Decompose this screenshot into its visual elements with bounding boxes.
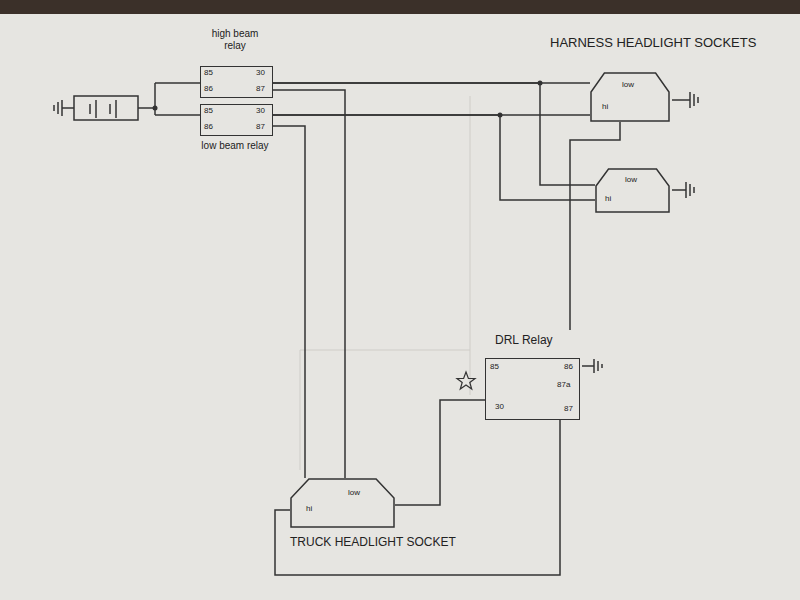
pin-number: 85: [204, 68, 213, 77]
relay-node: DRL Relay 85 86 87a 30 87: [485, 330, 580, 420]
terminal-label: hi: [306, 504, 312, 513]
relay-node: high beam relay 85 86 30 87: [200, 28, 273, 100]
pin-number: 30: [256, 68, 265, 77]
socket-shape: [291, 479, 394, 527]
pin-number: 87: [564, 404, 573, 413]
terminal-label: hi: [605, 194, 611, 203]
socket-shape: [591, 73, 669, 121]
relay-label: DRL Relay: [495, 334, 553, 348]
wire: [570, 122, 620, 330]
socket-shape: [596, 169, 669, 212]
pin-number: 87: [256, 84, 265, 93]
pin-number: 86: [204, 84, 213, 93]
wire: [273, 115, 595, 200]
section-heading: TRUCK HEADLIGHT SOCKET: [290, 536, 456, 550]
wire: [273, 126, 305, 478]
socket-node: HARNESS HEADLIGHT SOCKETSlowhi: [590, 72, 670, 122]
terminal-label: low: [348, 488, 360, 497]
pin-number: 87: [256, 122, 265, 131]
wire: [273, 90, 345, 478]
relay-label: high beam relay: [200, 28, 270, 51]
terminal-label: hi: [602, 102, 608, 111]
socket-node: low hi: [595, 168, 670, 213]
pin-number: 85: [204, 106, 213, 115]
pin-number: 86: [564, 362, 573, 371]
pin-number: 86: [204, 122, 213, 131]
wire: [275, 420, 560, 575]
socket-outline: [590, 72, 670, 122]
pin-number: 30: [495, 402, 504, 411]
table-edge: [0, 0, 800, 14]
star-mark: [457, 372, 475, 389]
junction-dot: [153, 106, 158, 111]
socket-outline: [595, 168, 670, 213]
pencil-guides: [300, 96, 470, 470]
pin-number: 85: [490, 362, 499, 371]
relay-label: low beam relay: [200, 140, 270, 152]
socket-outline: [290, 478, 395, 528]
ground-symbols: [582, 92, 698, 373]
section-heading: HARNESS HEADLIGHT SOCKETS: [550, 36, 756, 51]
terminal-label: low: [625, 175, 637, 184]
socket-node: TRUCK HEADLIGHT SOCKEThilow: [290, 478, 395, 534]
wire: [395, 400, 485, 505]
pin-number: 30: [256, 106, 265, 115]
pin-number: 87a: [557, 380, 570, 389]
terminal-label: low: [622, 80, 634, 89]
battery-fuse: [54, 83, 200, 120]
relay-node: low beam relay 85 86 30 87: [200, 104, 273, 176]
wire: [273, 83, 595, 185]
